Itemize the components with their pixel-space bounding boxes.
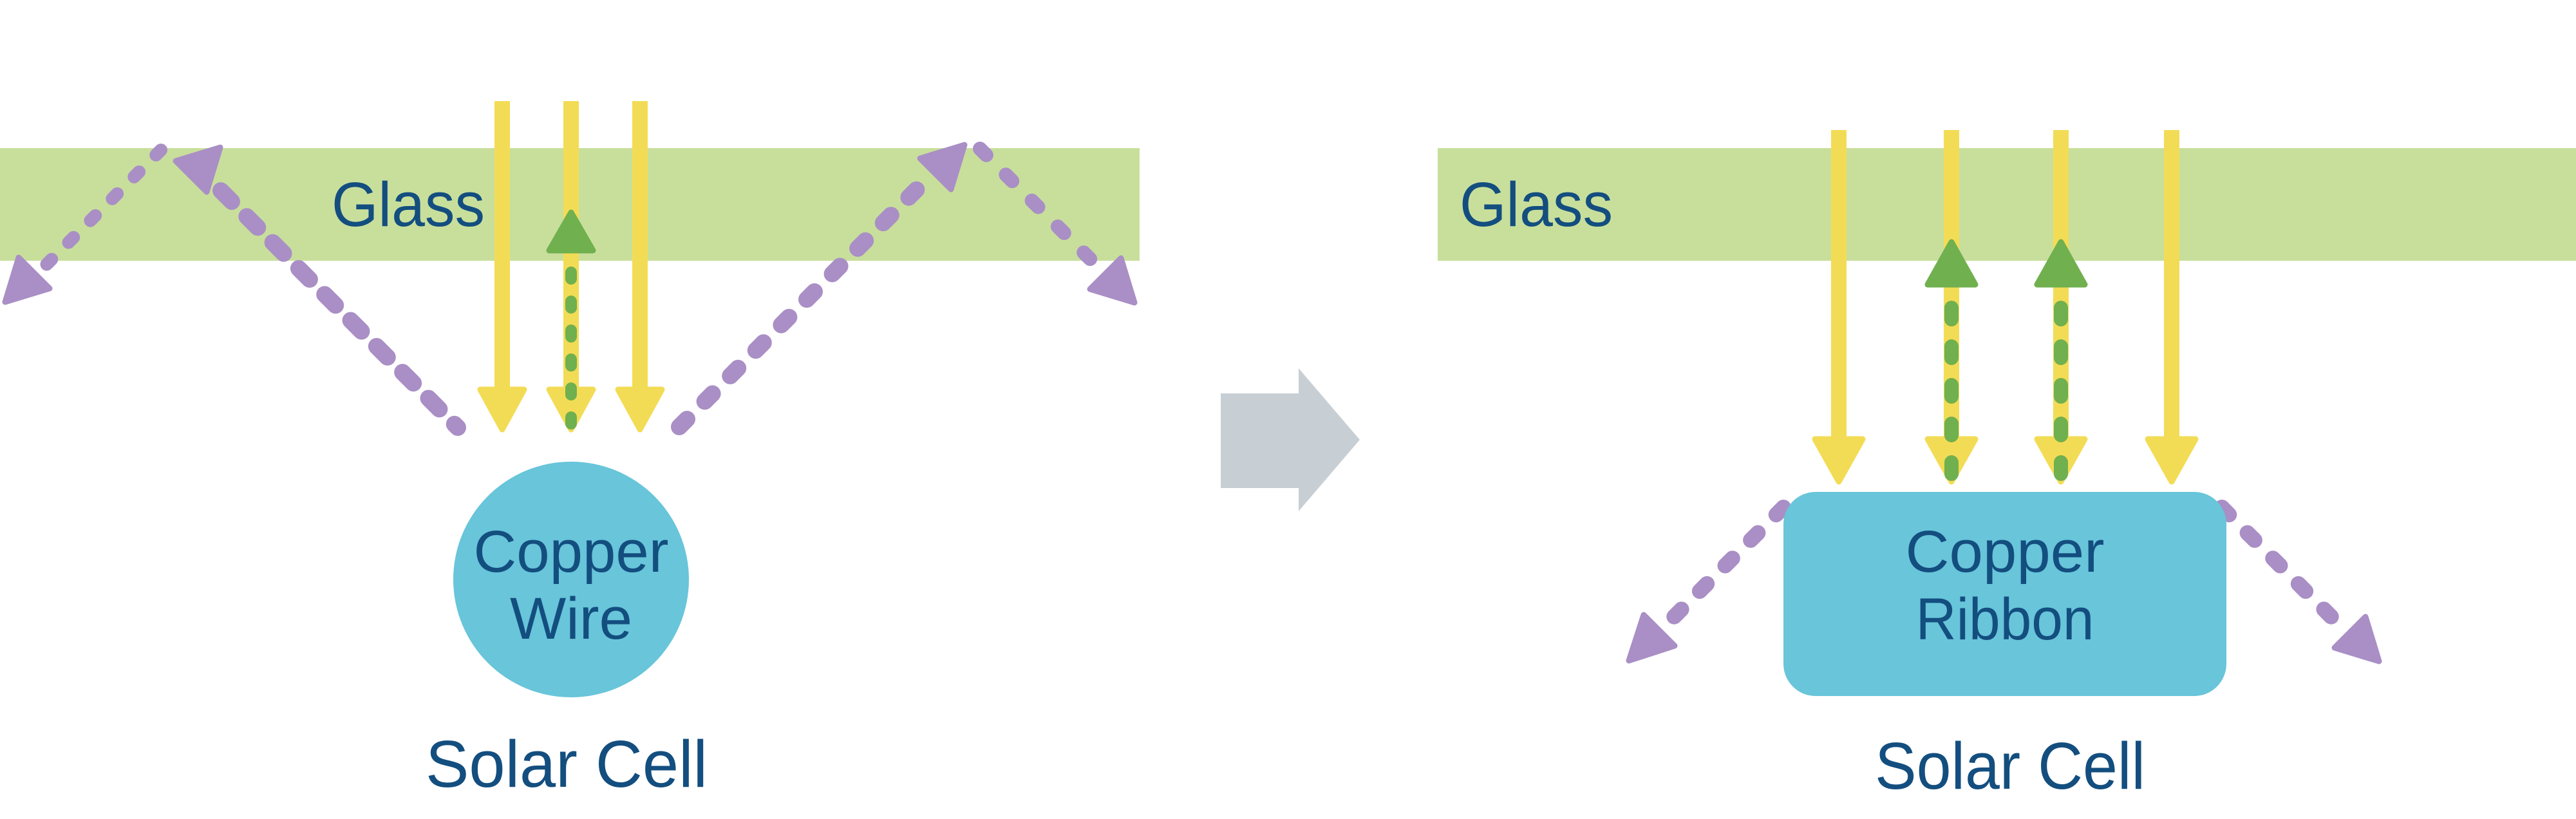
- svg-text:Glass: Glass: [1460, 169, 1613, 240]
- svg-text:Copper: Copper: [474, 519, 669, 585]
- svg-text:Ribbon: Ribbon: [1916, 587, 2094, 652]
- svg-text:Copper: Copper: [1906, 519, 2105, 585]
- svg-text:Solar Cell: Solar Cell: [426, 727, 708, 801]
- svg-text:Wire: Wire: [510, 586, 632, 652]
- svg-text:Glass: Glass: [332, 169, 485, 240]
- svg-text:Solar Cell: Solar Cell: [1875, 729, 2145, 803]
